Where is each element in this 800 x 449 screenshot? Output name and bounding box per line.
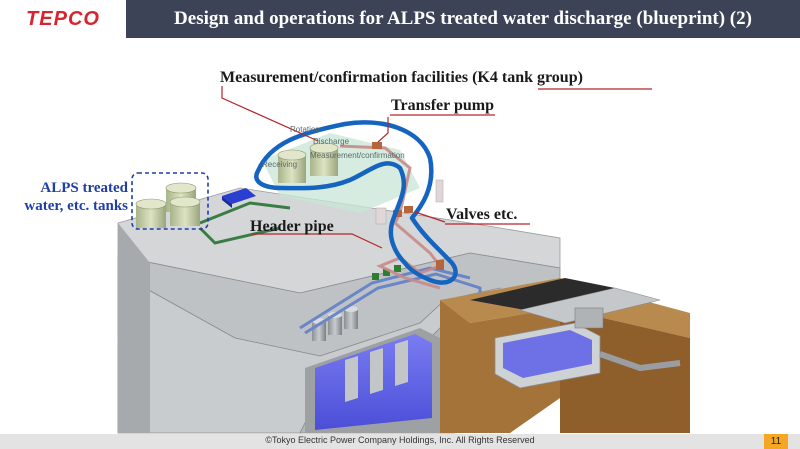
- label-discharge: Discharge: [313, 137, 350, 146]
- callout-pump: [377, 117, 389, 143]
- callout-header-pipe: [252, 233, 383, 249]
- pump-3: [344, 309, 358, 329]
- outlet-pipe: [599, 351, 681, 372]
- tepco-logo: TEPCO: [0, 0, 126, 38]
- basin-box: [574, 307, 604, 329]
- ventilation-box: [375, 207, 387, 225]
- facility-diagram: Measurement/confirmation facilities (K4 …: [0, 38, 800, 434]
- page-title: Design and operations for ALPS treated w…: [174, 8, 752, 29]
- label-header-pipe: Header pipe: [250, 218, 334, 235]
- label-alps-tanks: ALPS treated water, etc. tanks: [10, 179, 128, 215]
- pump-2: [328, 315, 342, 335]
- green-pipe-1: [199, 201, 291, 225]
- label-receiving: Receiving: [262, 160, 298, 169]
- green-valve-2: [383, 269, 390, 276]
- label-measurement-confirmation: Measurement/confirmation: [310, 151, 405, 160]
- facility-illustration: [117, 86, 690, 434]
- transfer-pipe: [339, 144, 443, 290]
- alps-tanks: [135, 182, 201, 228]
- left-wall: [118, 223, 150, 433]
- green-valve-3: [394, 265, 401, 272]
- dark-slab: [470, 278, 615, 310]
- basin-water: [503, 330, 592, 378]
- logo-text: TEPCO: [26, 7, 100, 30]
- alps-dashed-box: [131, 172, 209, 230]
- blue-building: [222, 188, 256, 204]
- grey-platform: [518, 287, 661, 324]
- shaft-divider-2: [370, 348, 383, 394]
- valve-box-3: [436, 260, 444, 270]
- label-alps-line1: ALPS treated: [40, 180, 128, 196]
- label-transfer-pump: Transfer pump: [391, 97, 494, 114]
- callout-measurement: [221, 86, 319, 142]
- label-alps-line2: water, etc. tanks: [24, 198, 128, 214]
- green-pipe-2: [198, 226, 281, 245]
- highlight-outline: [254, 120, 458, 285]
- label-valves: Valves etc.: [446, 206, 518, 223]
- green-valve-1: [372, 273, 379, 280]
- ventilation-box-2: [435, 179, 444, 203]
- copyright: ©Tokyo Electric Power Company Holdings, …: [265, 435, 535, 445]
- shaft-divider-3: [395, 340, 408, 386]
- header-bar: TEPCO Design and operations for ALPS tre…: [0, 0, 800, 38]
- label-rotation: Rotation: [290, 125, 320, 134]
- title-bar: Design and operations for ALPS treated w…: [126, 0, 800, 38]
- label-measurement-facilities: Measurement/confirmation facilities (K4 …: [220, 69, 583, 86]
- footer: ©Tokyo Electric Power Company Holdings, …: [0, 434, 800, 449]
- valve-box-2: [404, 206, 413, 213]
- callout-valves: [414, 211, 446, 223]
- k4-tanks: [277, 142, 339, 183]
- transfer-pump-box: [372, 142, 382, 149]
- shaft-divider-1: [345, 356, 358, 402]
- page-number: 11: [764, 434, 788, 449]
